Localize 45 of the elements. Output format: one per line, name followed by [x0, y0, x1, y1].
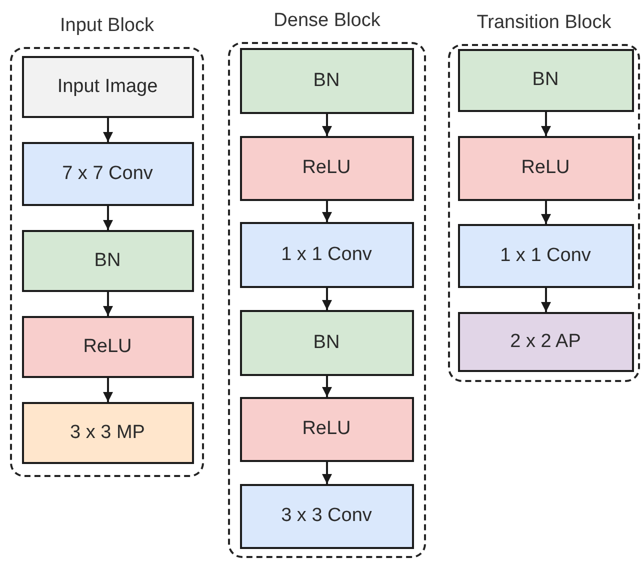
layer-label: 2 x 2 AP [510, 330, 581, 352]
arrow [103, 378, 113, 402]
block-title: Dense Block [272, 10, 382, 32]
layer-label: ReLU [302, 418, 351, 440]
arrow [541, 201, 551, 224]
layer-label: BN [313, 332, 340, 354]
layer-label: ReLU [521, 157, 570, 179]
layer-box [22, 316, 194, 378]
layer-box [240, 396, 414, 462]
layer-box [458, 312, 634, 372]
arrow [541, 112, 551, 136]
arrow [103, 206, 113, 230]
layer-box [458, 136, 634, 200]
arrow [322, 288, 332, 310]
layer-box [240, 136, 414, 200]
layer-box [458, 48, 634, 112]
arrow [103, 292, 113, 316]
arrow [322, 114, 332, 136]
layer-label: ReLU [302, 157, 351, 179]
layer-box [22, 142, 194, 206]
layer-label: BN [313, 70, 340, 92]
layer-box [22, 56, 194, 118]
layer-label: 3 x 3 MP [70, 422, 145, 444]
layer-label: Input Image [57, 76, 158, 98]
layer-box [22, 402, 194, 464]
layer-box [240, 222, 414, 288]
layer-label: BN [532, 69, 559, 91]
arrow [322, 201, 332, 222]
arrow [322, 376, 332, 397]
arrow [103, 118, 113, 142]
layer-label: BN [94, 250, 121, 272]
layer-label: 7 x 7 Conv [62, 162, 153, 184]
layer-label: 1 x 1 Conv [281, 244, 372, 266]
layer-box [240, 484, 414, 548]
layer-label: 1 x 1 Conv [500, 244, 591, 266]
block-title: Transition Block [476, 12, 612, 34]
arrow [541, 288, 551, 312]
layer-box [240, 310, 414, 376]
layer-box [22, 230, 194, 292]
layer-label: 3 x 3 Conv [281, 505, 372, 527]
block-title: Input Block [59, 15, 155, 37]
arrow [322, 462, 332, 484]
layer-box [458, 224, 634, 288]
layer-label: ReLU [83, 336, 132, 358]
layer-box [240, 48, 414, 114]
